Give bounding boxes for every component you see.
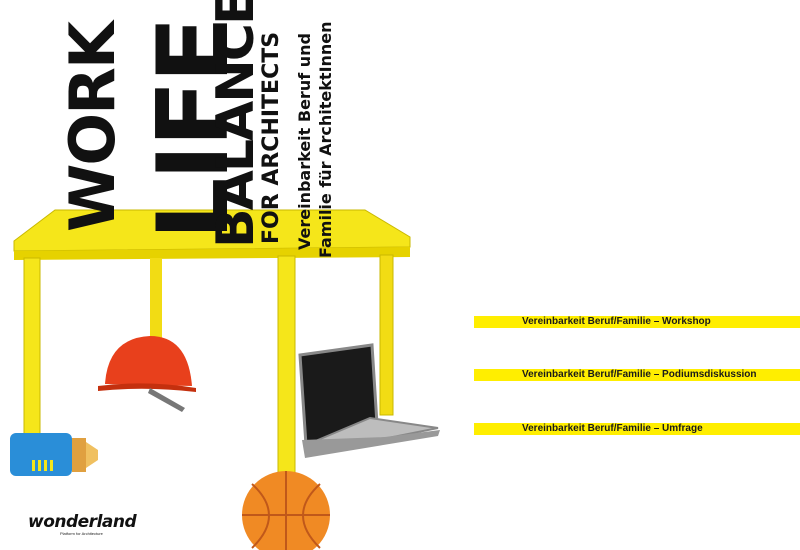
- wonderland-logo[interactable]: wonderland: [28, 512, 137, 532]
- table-illustration: [13, 209, 411, 502]
- title-for-architects: FOR ARCHITECTS: [259, 31, 284, 244]
- hard-hat-icon: [98, 336, 196, 412]
- subtitle-line-1: Vereinbarkeit Beruf und: [295, 33, 314, 250]
- podiumsdiskussion-link[interactable]: Vereinbarkeit Beruf/Familie – Podiumsdis…: [474, 369, 800, 381]
- logo-tagline: Platform for Architecture: [60, 531, 103, 536]
- basketball-icon: [242, 471, 330, 550]
- workshop-link[interactable]: Vereinbarkeit Beruf/Familie – Workshop: [474, 316, 800, 328]
- title-work: WORK: [56, 23, 129, 232]
- baby-bottle-icon: [10, 433, 98, 476]
- title-balance: BALANCE: [206, 0, 266, 248]
- umfrage-link[interactable]: Vereinbarkeit Beruf/Familie – Umfrage: [474, 423, 800, 435]
- subtitle-line-2: Familie für ArchitektInnen: [316, 21, 335, 258]
- laptop-icon: [298, 343, 440, 458]
